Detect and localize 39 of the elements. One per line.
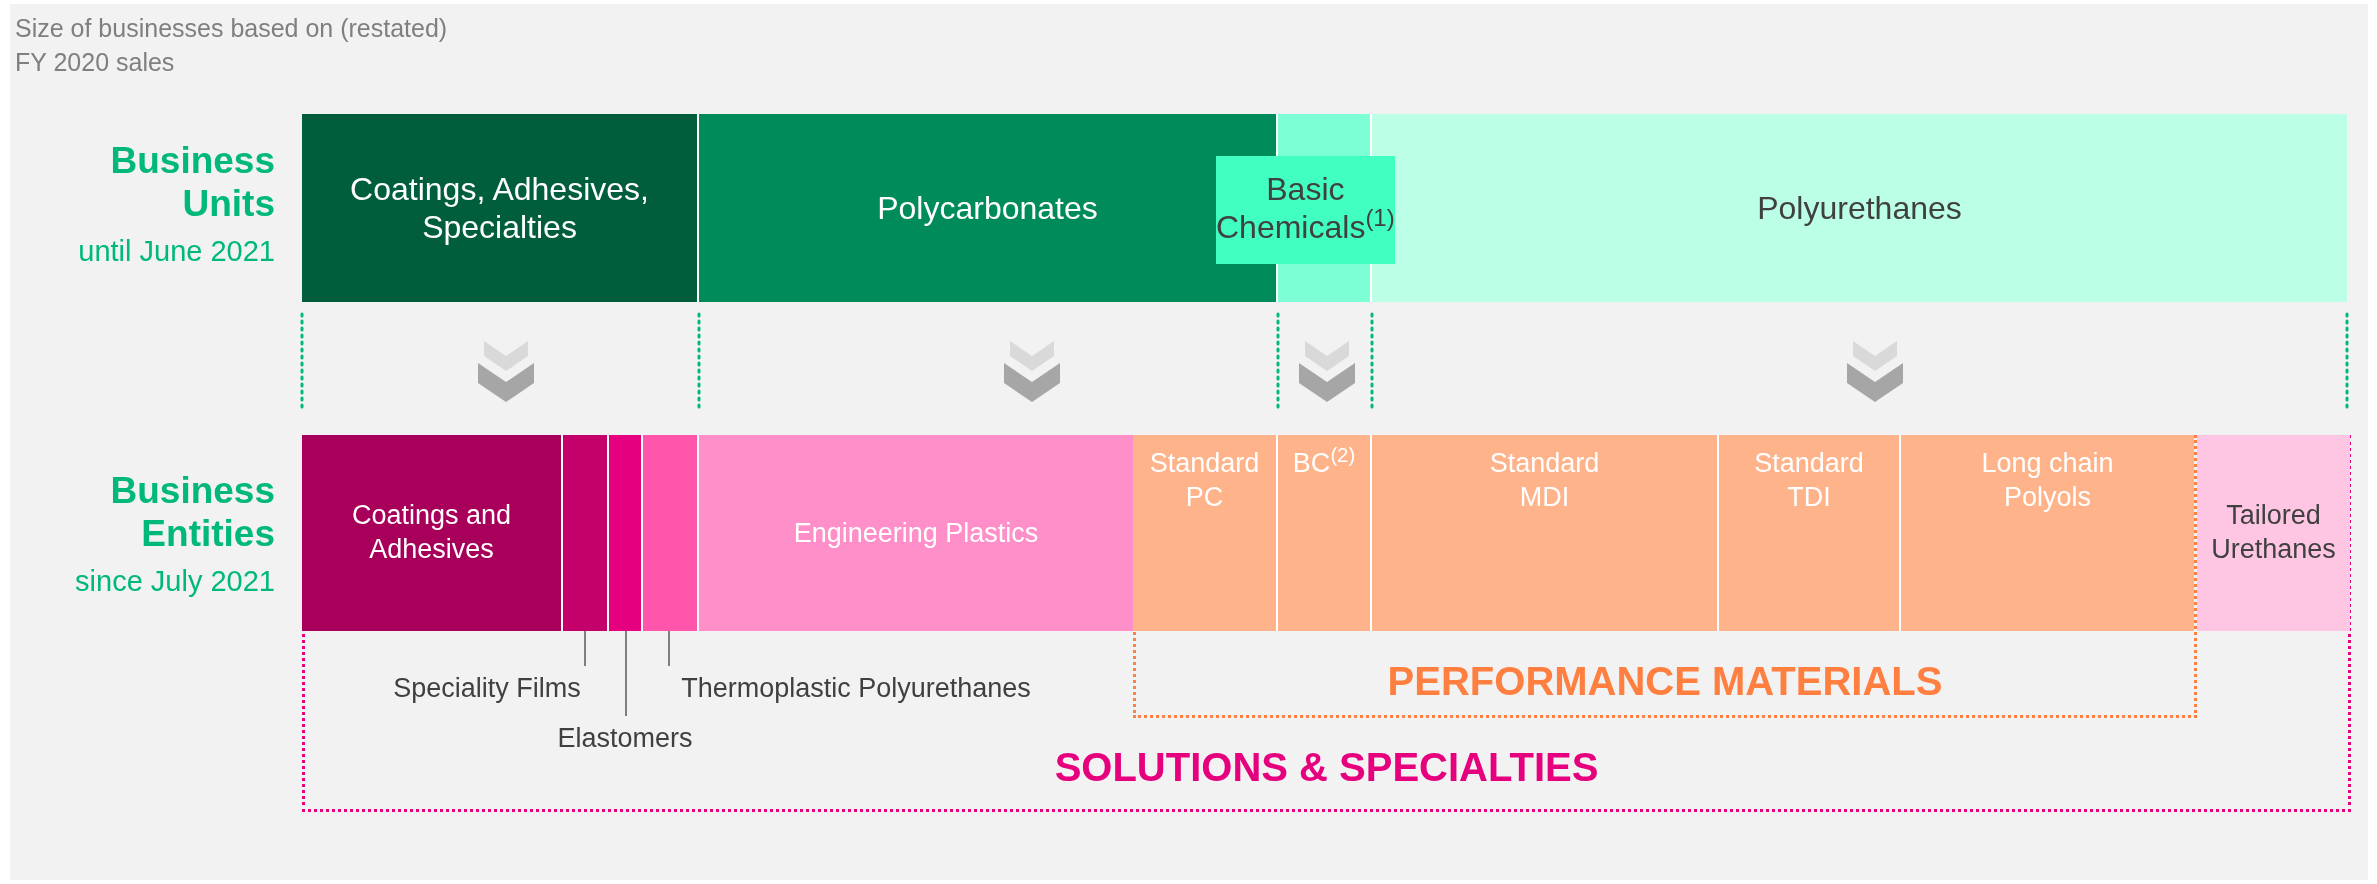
business-entity-segment [1901, 435, 2194, 631]
business-entity-segment [1133, 435, 1278, 631]
label-text: Thermoplastic Polyurethanes [646, 666, 1066, 710]
row-subheading: until June 2021 [77, 234, 275, 269]
entity-group-frame [302, 435, 2351, 812]
business-entity-segment [643, 435, 699, 631]
row-subheading: since July 2021 [74, 564, 275, 599]
segment-label: BC$^{(2)}$ [1292, 447, 1356, 480]
segment-label: SOLUTIONS & SPECIALTIES [1054, 744, 1599, 791]
segment-label: Long chain Polyols [1980, 447, 2115, 514]
segment-label: Engineering Plastics [793, 516, 1039, 550]
segment-label: Tailored Urethanes [2210, 499, 2337, 566]
segment-label: Standard MDI [1488, 447, 1601, 514]
business-entity-segment [1278, 435, 1372, 631]
row-heading: Business Entities [109, 470, 275, 556]
label-text: Speciality Films [372, 666, 602, 710]
label-text: Elastomers [540, 716, 710, 760]
segment-label: Polycarbonates [877, 189, 1098, 228]
business-entity-segment [1719, 435, 1901, 631]
segment-label: Polyurethanes [1757, 189, 1962, 228]
leader-line [668, 630, 670, 667]
business-entity-segment [302, 435, 563, 631]
row-heading: Business Units [109, 140, 275, 226]
business-entity-segment [563, 435, 609, 631]
segment-label-box: Basic Chemicals$^{(1)}$ [1216, 156, 1395, 264]
leader-line [584, 630, 586, 667]
segment-label: Standard TDI [1753, 447, 1865, 514]
segment-label: Standard PC [1148, 447, 1261, 514]
business-entity-segment [699, 435, 1133, 631]
segment-label: Coatings, Adhesives, Specialties [349, 169, 650, 247]
note-text: Size of businesses based on (restated) FY 2020 sales [15, 13, 449, 78]
segment-label: PERFORMANCE MATERIALS [1387, 658, 1943, 705]
business-entity-segment [2197, 435, 2350, 631]
leader-line [625, 630, 627, 717]
entity-group-frame [1133, 435, 2197, 718]
business-entity-segment [1372, 435, 1719, 631]
segment-label: Coatings and Adhesives [350, 499, 513, 566]
business-entity-segment [609, 435, 643, 631]
business-unit-segment [302, 114, 699, 302]
